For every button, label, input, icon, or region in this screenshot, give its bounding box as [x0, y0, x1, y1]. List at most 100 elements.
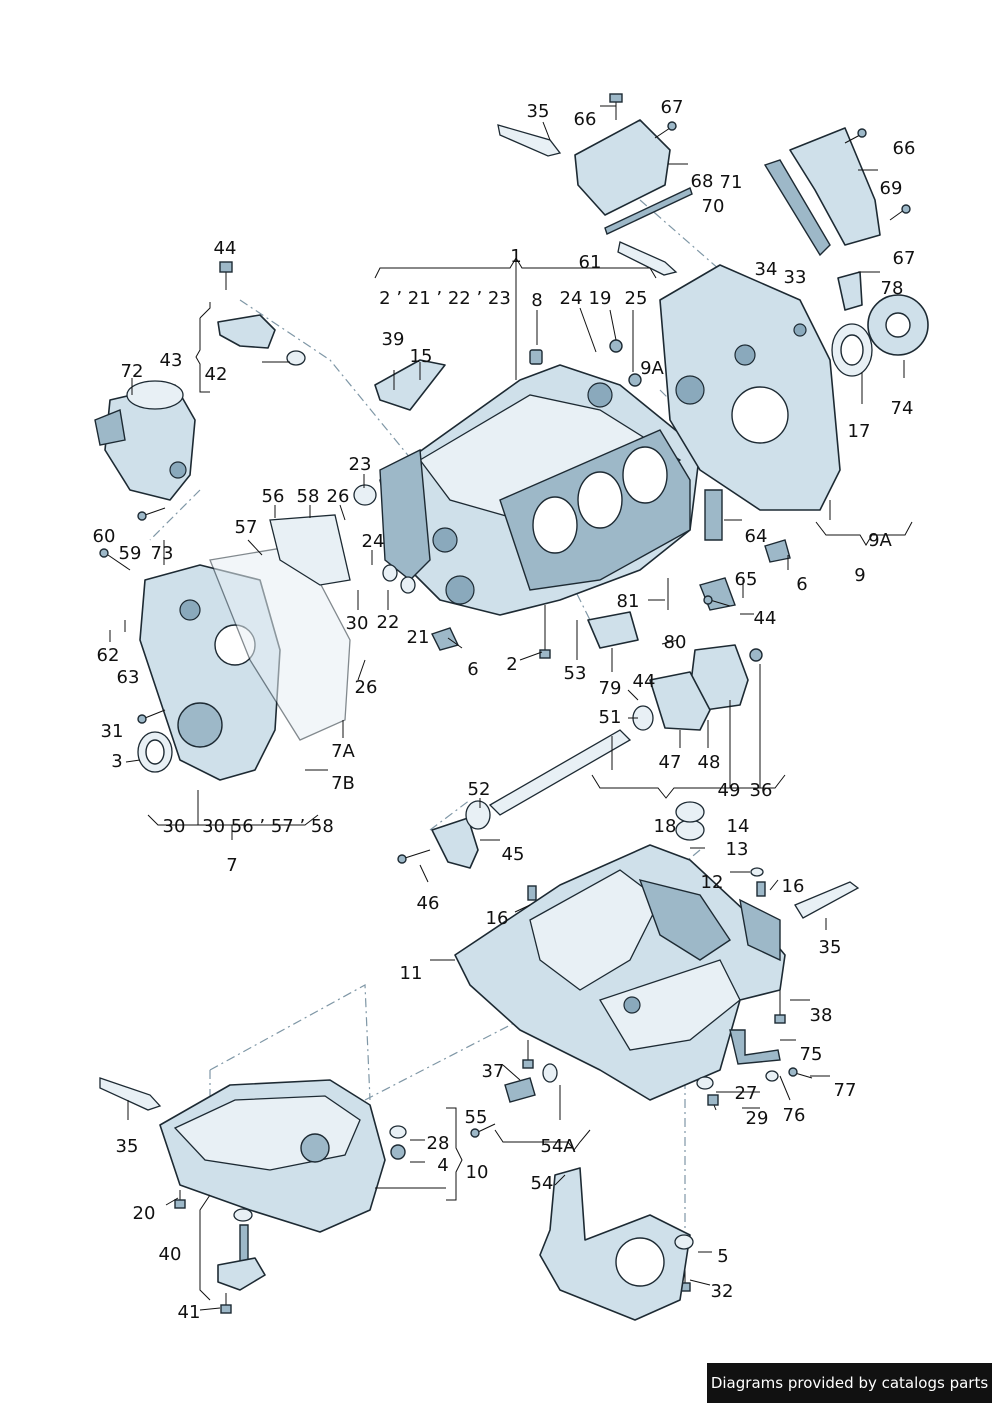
callout-7: 7 [226, 855, 237, 876]
callout-28: 28 [427, 1133, 450, 1154]
callout-76: 76 [783, 1105, 806, 1126]
callout-81: 81 [617, 591, 640, 612]
front-timing-cover [137, 514, 351, 781]
attribution-footer: Diagrams provided by catalogs parts [707, 1363, 992, 1403]
callout-17: 17 [848, 421, 871, 442]
callout-3: 3 [111, 751, 122, 772]
callout-75: 75 [800, 1044, 823, 1065]
callout-13: 13 [726, 839, 749, 860]
callout-54a: 54A [540, 1136, 576, 1157]
lower-oil-pan [159, 1079, 407, 1233]
callout-38: 38 [810, 1005, 833, 1026]
callout-27: 27 [735, 1083, 758, 1104]
callout-16-b: 16 [782, 876, 805, 897]
callout-31: 31 [101, 721, 124, 742]
callout-74: 74 [891, 398, 914, 419]
callout-32: 32 [711, 1281, 734, 1302]
callout-67-a: 67 [661, 97, 684, 118]
callout-25: 25 [625, 288, 648, 309]
callout-8: 8 [531, 290, 542, 311]
callout-29: 29 [746, 1108, 769, 1129]
callout-37: 37 [482, 1061, 505, 1082]
callout-53: 53 [564, 663, 587, 684]
callout-18: 18 [654, 816, 677, 837]
rear-timing-cover [659, 264, 841, 511]
callout-72: 72 [121, 361, 144, 382]
callout-40: 40 [159, 1244, 182, 1265]
callout-52: 52 [468, 779, 491, 800]
callout-41: 41 [178, 1302, 201, 1323]
callout-47: 47 [659, 752, 682, 773]
callout-36: 36 [750, 780, 773, 801]
callout-79: 79 [599, 678, 622, 699]
callout-73: 73 [151, 543, 174, 564]
callout-35-b: 35 [819, 937, 842, 958]
callout-33: 33 [784, 267, 807, 288]
callout-63: 63 [117, 667, 140, 688]
callout-24-a: 24 [560, 288, 583, 309]
callout-78: 78 [881, 278, 904, 299]
callout-12: 12 [701, 872, 724, 893]
callout-66-a: 66 [574, 109, 597, 130]
callout-6-b: 6 [467, 659, 478, 680]
callout-44-b: 44 [754, 608, 777, 629]
callouts: 1 2 3 4 5 6 6 6 7 7A 7B 8 9 9A 9A 10 11 … [93, 97, 916, 1323]
callout-45: 45 [502, 844, 525, 865]
callout-60: 60 [93, 526, 116, 547]
callout-7b: 7B [331, 773, 355, 794]
callout-80: 80 [664, 632, 687, 653]
callout-55: 55 [465, 1107, 488, 1128]
flywheel-flange [831, 271, 929, 377]
upper-brackets [574, 119, 881, 257]
small-parts [353, 339, 791, 841]
callout-14: 14 [727, 816, 750, 837]
callout-20: 20 [133, 1203, 156, 1224]
callout-69: 69 [880, 178, 903, 199]
callout-5: 5 [717, 1246, 728, 1267]
callout-7a: 7A [331, 741, 355, 762]
balance-shaft [431, 644, 749, 869]
coolant-fitting [217, 314, 306, 366]
callout-2: 2 [506, 654, 517, 675]
callout-30-b: 30 [163, 816, 186, 837]
group-label-front-cover: 30 56 ’ 57 ’ 58 [202, 816, 334, 837]
callout-16-a: 16 [486, 908, 509, 929]
callout-9a-b: 9A [868, 530, 892, 551]
callout-26-b: 26 [355, 677, 378, 698]
callout-21: 21 [407, 627, 430, 648]
engine-block [379, 364, 701, 616]
group-label-block: 2 ’ 21 ’ 22 ’ 23 [379, 288, 511, 309]
oil-level-sensor [217, 1208, 266, 1291]
oil-filter-housing [94, 380, 196, 501]
callout-43: 43 [160, 350, 183, 371]
callout-77: 77 [834, 1080, 857, 1101]
callout-59: 59 [119, 543, 142, 564]
callout-67-b: 67 [893, 248, 916, 269]
callout-57: 57 [235, 517, 258, 538]
callout-35-a: 35 [527, 101, 550, 122]
callout-4: 4 [437, 1155, 448, 1176]
callout-23: 23 [349, 454, 372, 475]
pan-fittings [504, 867, 781, 1103]
callout-10: 10 [466, 1162, 489, 1183]
callout-61: 61 [579, 252, 602, 273]
callout-6-a: 6 [796, 574, 807, 595]
callout-56: 56 [262, 486, 285, 507]
callout-24-b: 24 [362, 531, 385, 552]
callout-65: 65 [735, 569, 758, 590]
sealant-tubes [99, 124, 860, 1111]
callout-46: 46 [417, 893, 440, 914]
callout-44-c: 44 [633, 671, 656, 692]
callout-9: 9 [854, 565, 865, 586]
callout-68: 68 [691, 171, 714, 192]
callout-19: 19 [589, 288, 612, 309]
leader-lines [109, 105, 905, 1311]
callout-34: 34 [755, 259, 778, 280]
callout-54: 54 [531, 1173, 554, 1194]
callout-9a-a: 9A [640, 358, 664, 379]
callout-62: 62 [97, 645, 120, 666]
callout-71: 71 [720, 172, 743, 193]
callout-1: 1 [510, 246, 521, 267]
callout-42: 42 [205, 364, 228, 385]
